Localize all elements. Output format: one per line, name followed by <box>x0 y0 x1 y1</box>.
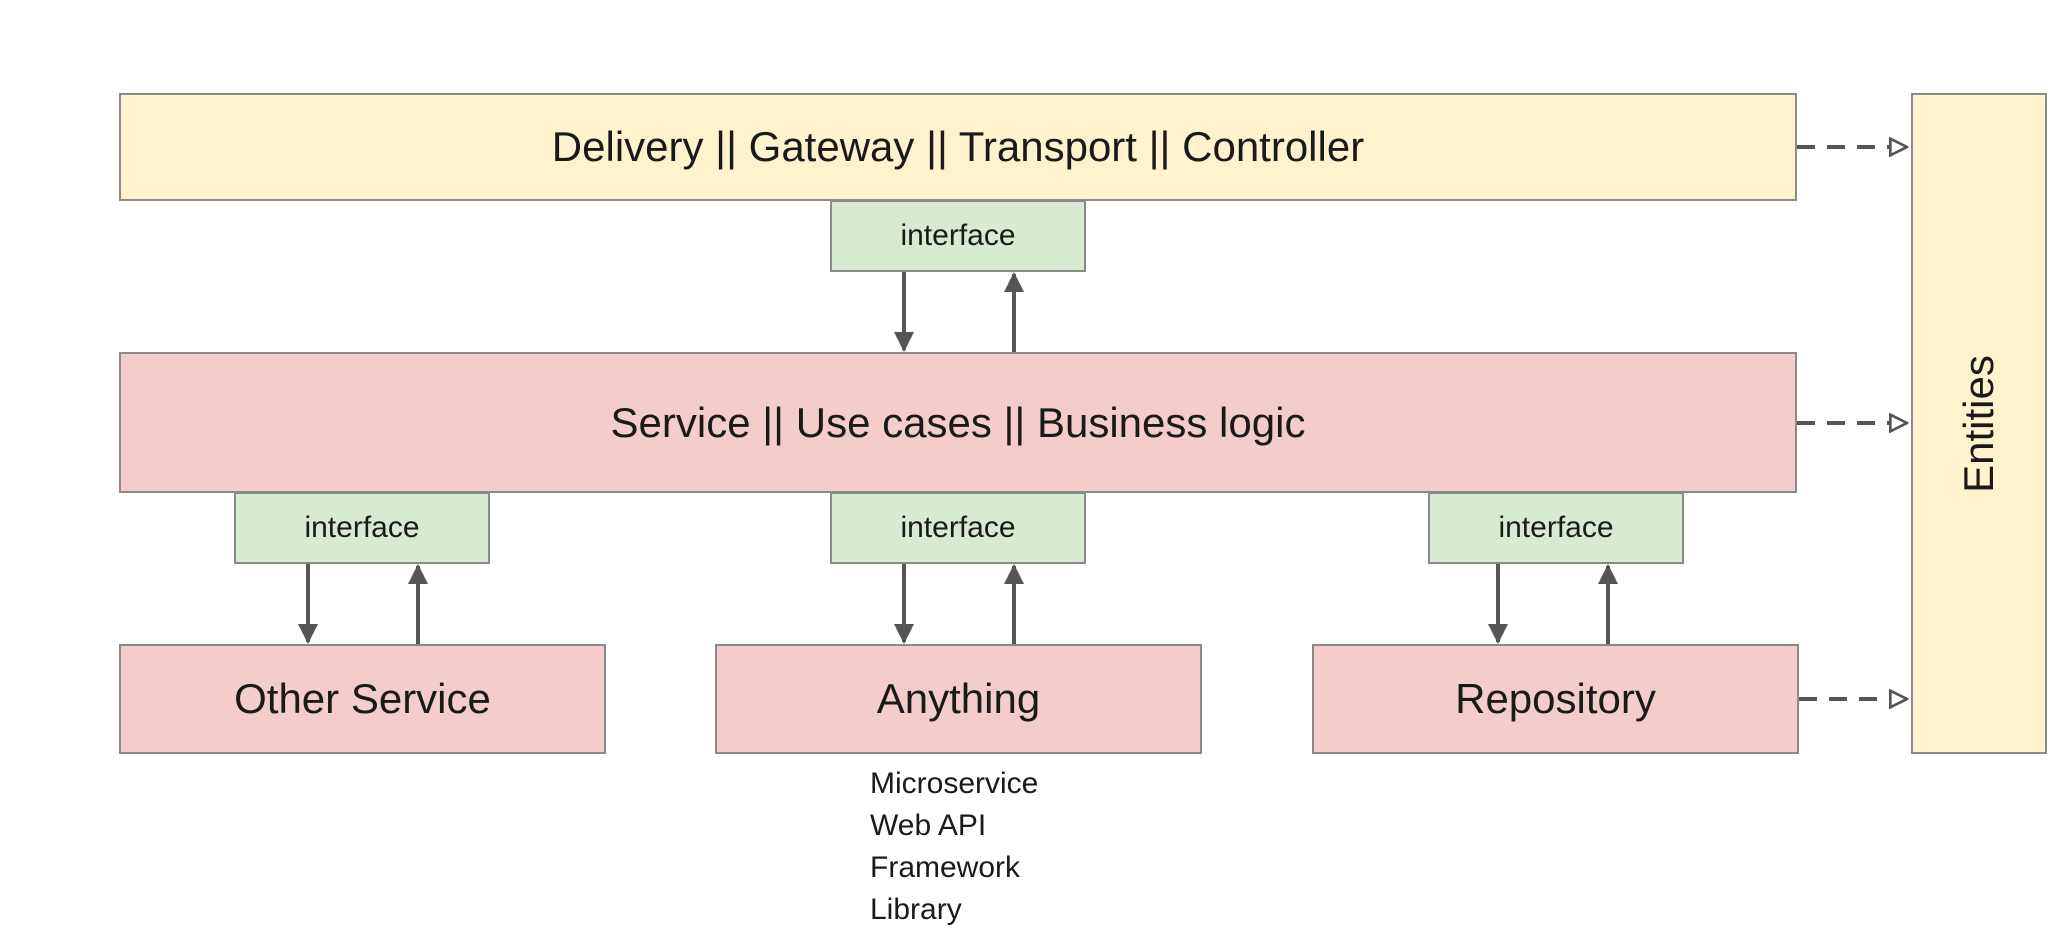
entities-box: Entities <box>1911 93 2047 754</box>
anything-example-item: Framework <box>870 851 1021 884</box>
anything-example-item: Library <box>870 893 962 926</box>
anything-interface-label: interface <box>900 511 1016 544</box>
delivery-interface-box: interface <box>830 200 1086 272</box>
anything-example-item: Web API <box>870 809 987 842</box>
anything-example-item: Microservice <box>870 767 1039 800</box>
delivery-layer-box: Delivery || Gateway || Transport || Cont… <box>119 93 1797 201</box>
repository-interface-label: interface <box>1498 511 1614 544</box>
delivery-layer-label: Delivery || Gateway || Transport || Cont… <box>551 123 1365 170</box>
other-service-interface-box: interface <box>234 492 490 564</box>
repository-interface-box: interface <box>1428 492 1684 564</box>
service-layer-label: Service || Use cases || Business logic <box>610 398 1306 446</box>
anything-interface-box: interface <box>830 492 1086 564</box>
other-service-interface-label: interface <box>304 511 420 544</box>
anything-label: Anything <box>876 675 1041 722</box>
service-layer-box: Service || Use cases || Business logic <box>119 352 1797 493</box>
delivery-interface-label: interface <box>900 219 1016 252</box>
other-service-box: Other Service <box>119 644 606 754</box>
anything-box: Anything <box>715 644 1202 754</box>
repository-box: Repository <box>1312 644 1799 754</box>
repository-label: Repository <box>1455 675 1656 722</box>
anything-examples-list: Microservice Web API Framework Library <box>870 763 1038 931</box>
other-service-label: Other Service <box>234 675 491 722</box>
